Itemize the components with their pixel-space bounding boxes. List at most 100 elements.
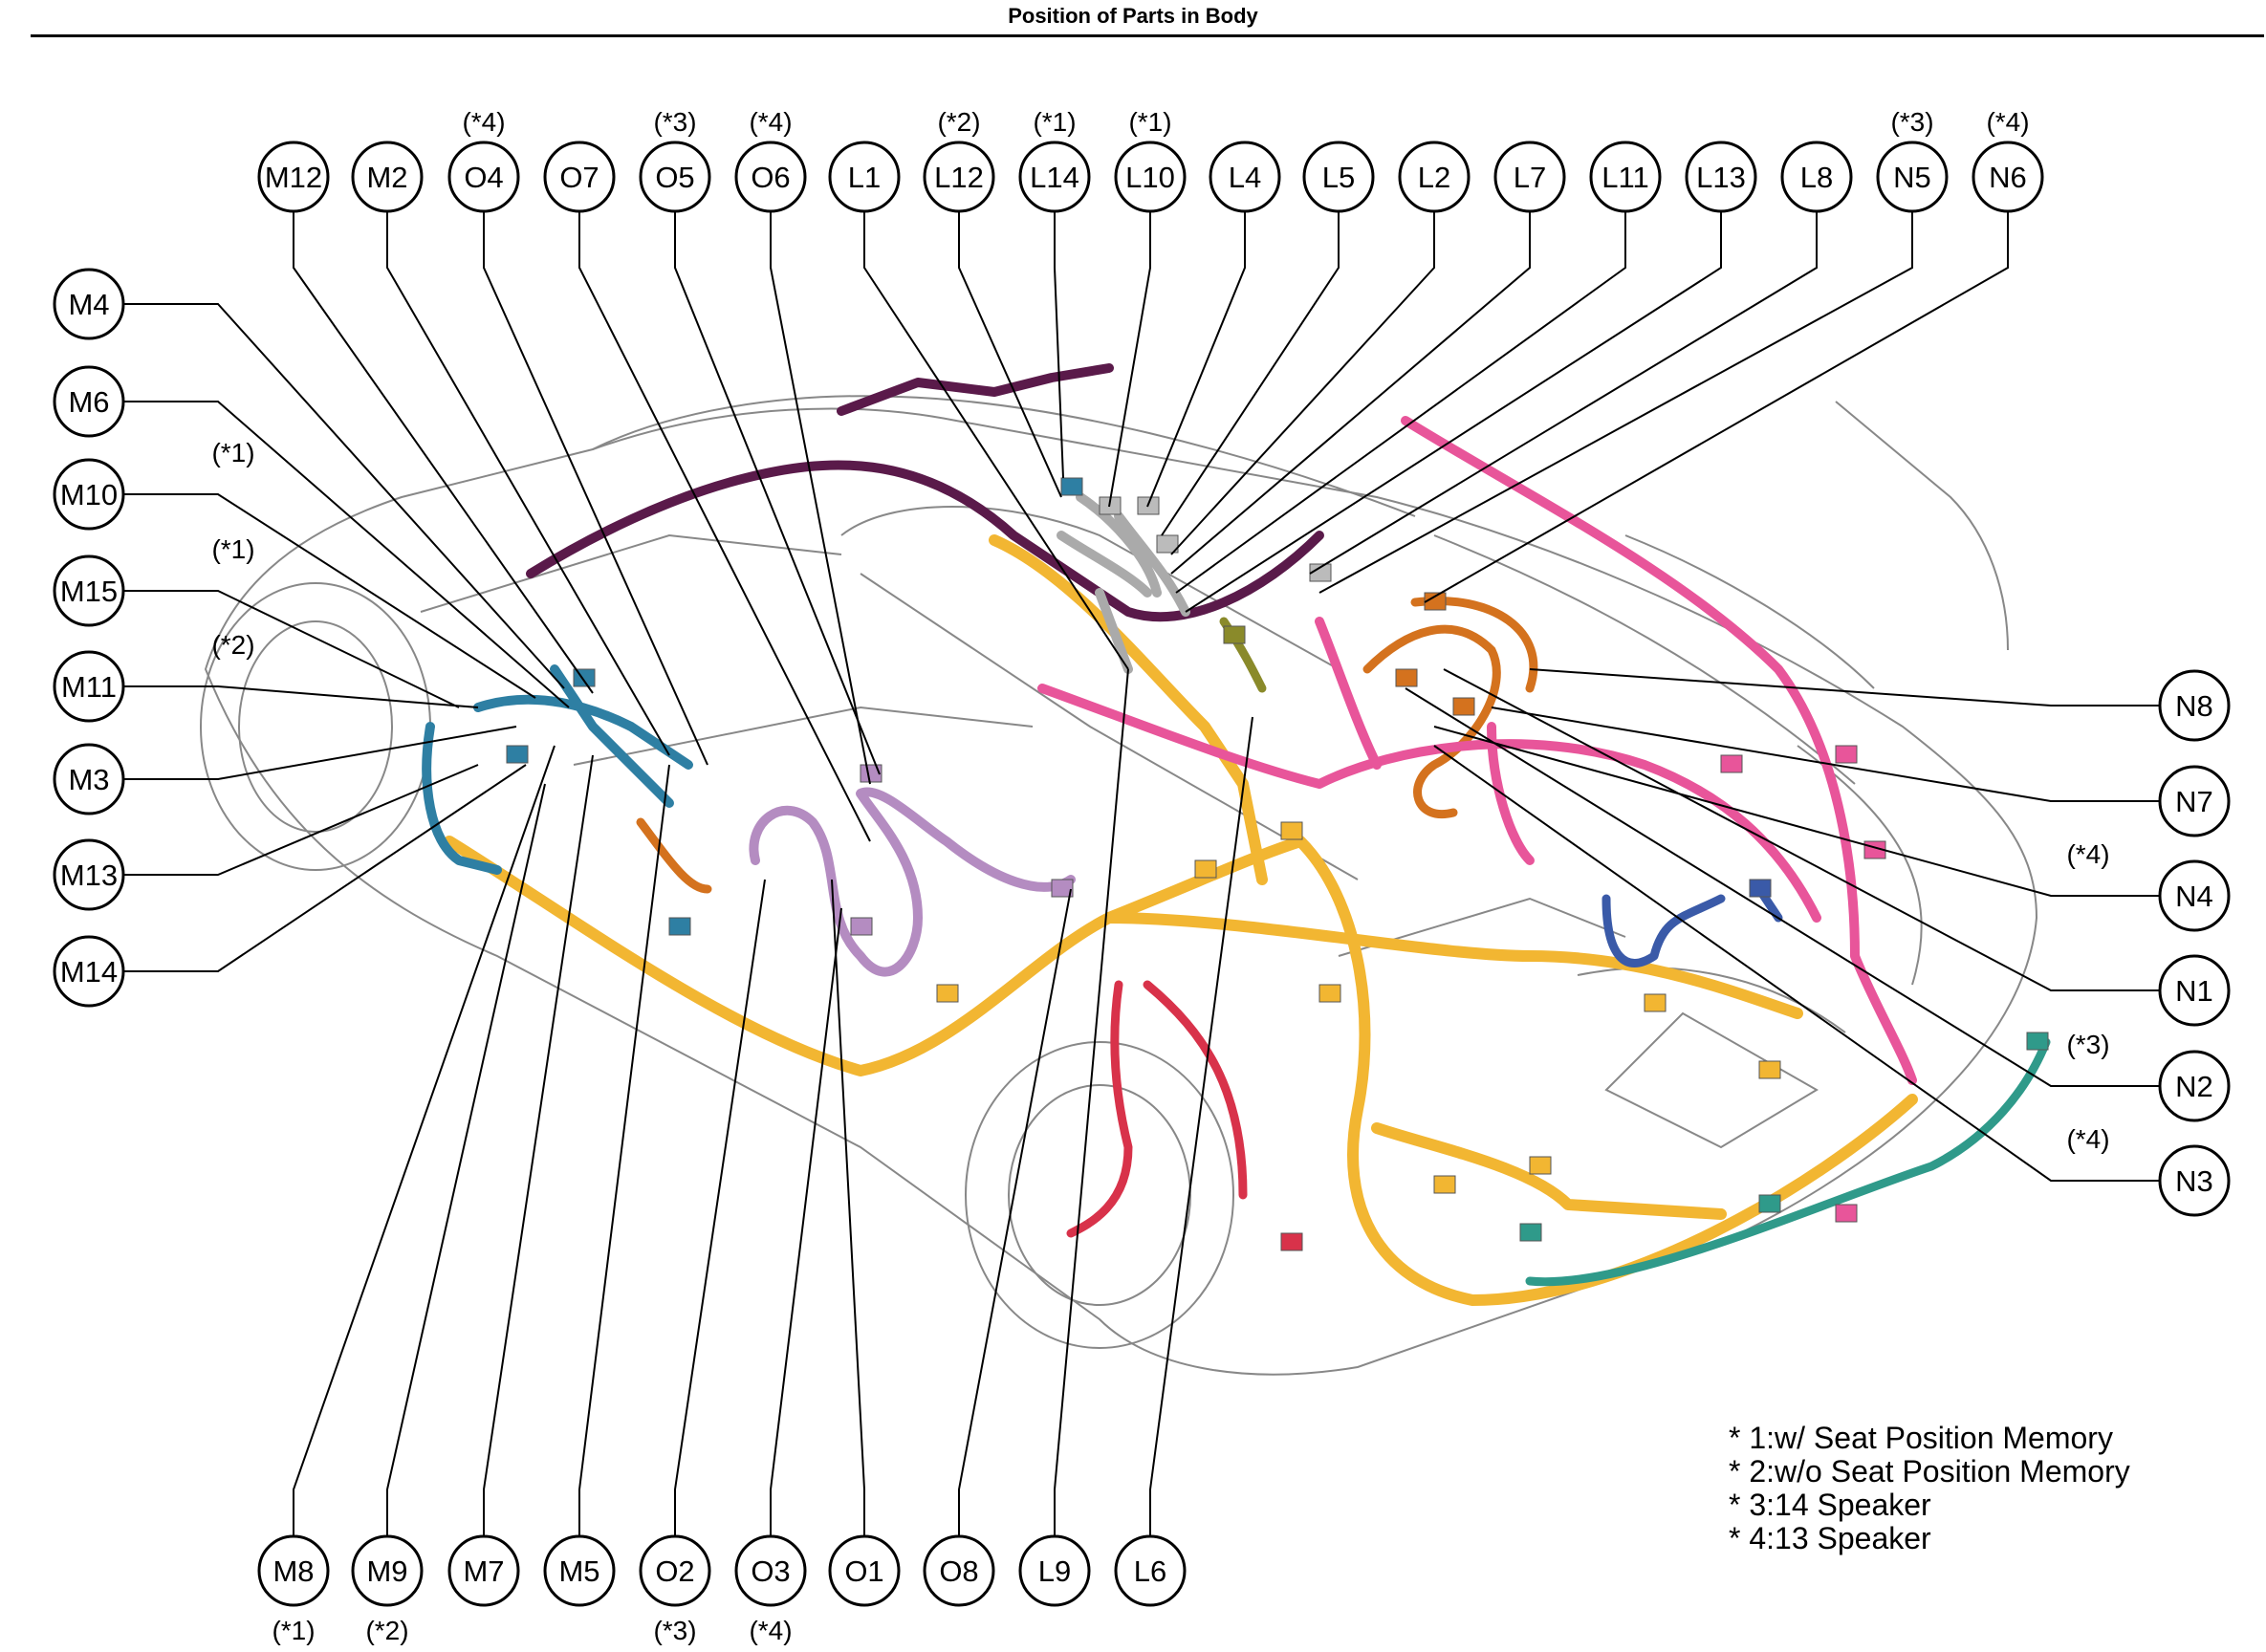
leader-line-l10 (1108, 211, 1151, 508)
connector (1051, 879, 1074, 898)
leader-line-m15 (123, 590, 460, 708)
callout-note: (*1) (1033, 107, 1076, 137)
callout-n7: N7 (2158, 765, 2231, 837)
callout-m12: M12 (257, 141, 330, 213)
callout-l13: L13 (1685, 141, 1757, 213)
callout-label: O3 (751, 1554, 790, 1588)
leader-line-m14 (123, 764, 527, 972)
callout-label: L13 (1696, 161, 1746, 194)
callout-m4: M4 (53, 268, 125, 340)
callout-circle (639, 1534, 711, 1607)
leader-line-m4 (123, 303, 565, 689)
callout-label: M9 (366, 1554, 407, 1588)
callout-label: M4 (68, 288, 109, 321)
callout-note: (*1) (211, 438, 254, 467)
callout-label: M10 (60, 478, 118, 511)
callout-circle (2158, 954, 2231, 1027)
leader-line-m7 (483, 754, 594, 1536)
callout-l9: L9 (1018, 1534, 1091, 1607)
callout-circle (53, 365, 125, 438)
callout-note: (*4) (749, 107, 792, 137)
leader-line-o6 (770, 211, 871, 785)
callout-label: M6 (68, 385, 109, 419)
callout-label: L2 (1418, 161, 1450, 194)
floor-harness-cross (1103, 912, 1803, 1019)
leader-line-o5 (674, 211, 881, 775)
callout-circle (734, 1534, 807, 1607)
callout-circle (1209, 141, 1281, 213)
callout-circle (257, 1534, 330, 1607)
callout-label: M11 (61, 670, 117, 704)
callout-circle (543, 141, 616, 213)
connector (1644, 993, 1667, 1012)
leader-line-n5 (1318, 211, 1913, 594)
callout-note: (*3) (2066, 1030, 2109, 1059)
wire-harness-group (422, 363, 2051, 1306)
callout-label: O6 (751, 161, 790, 194)
callout-circle (923, 141, 995, 213)
leader-line-m13 (123, 764, 479, 876)
footnote: * 2:w/o Seat Position Memory (1729, 1454, 2130, 1489)
callout-m14: M14 (53, 935, 125, 1008)
callout-label: O7 (559, 161, 599, 194)
callout-l1: L1 (828, 141, 901, 213)
callout-o2: O2(*3) (639, 1534, 711, 1645)
callout-circle (1114, 141, 1187, 213)
connector (1749, 879, 1772, 898)
connector (850, 917, 873, 936)
callout-m3: M3 (53, 743, 125, 815)
callout-o6: O6 (*4) (734, 107, 807, 213)
callout-label: O2 (655, 1554, 694, 1588)
callout-n3: N3(*4) (2066, 1124, 2231, 1217)
callout-circle (53, 458, 125, 531)
leader-line-o4 (483, 211, 708, 766)
leader-line-l5 (1161, 211, 1340, 536)
callout-l12: L12(*2) (923, 107, 995, 213)
callout-note: (*2) (937, 107, 980, 137)
footnote-legend: * 1:w/ Seat Position Memory * 2:w/o Seat… (1729, 1422, 2130, 1555)
connector (1519, 1223, 1542, 1242)
callout-o1: O1 (828, 1534, 901, 1607)
callout-circle (447, 1534, 520, 1607)
callout-label: L7 (1514, 161, 1546, 194)
callout-note: (*1) (211, 534, 254, 564)
callout-label: L4 (1229, 161, 1261, 194)
callout-m11: M11(*2) (53, 630, 255, 723)
callout-circle (734, 141, 807, 213)
callout-m7: M7 (447, 1534, 520, 1607)
callout-label: L1 (848, 161, 881, 194)
floor-harness (444, 836, 1918, 1306)
floor-harness-branch (989, 534, 1268, 885)
connector (1060, 477, 1083, 496)
callout-l8: L8 (1780, 141, 1853, 213)
callout-note: (*3) (653, 107, 696, 137)
rear-harness-pink-2 (1315, 617, 1535, 865)
callout-label: L14 (1030, 161, 1079, 194)
callout-label: L6 (1134, 1554, 1166, 1588)
leader-lines (123, 211, 2160, 1536)
leader-line-m11 (123, 685, 479, 708)
callout-label: L11 (1601, 161, 1648, 194)
callout-label: L5 (1322, 161, 1355, 194)
callout-note: (*4) (749, 1616, 792, 1645)
callout-circle (828, 141, 901, 213)
callout-circle (923, 1534, 995, 1607)
callout-note: (*4) (2066, 1124, 2109, 1154)
connector (1156, 534, 1179, 554)
leader-line-n4 (1433, 726, 2160, 897)
connector (1720, 754, 1743, 773)
callout-circle (53, 935, 125, 1008)
callout-circle (1018, 1534, 1091, 1607)
footnote: * 1:w/ Seat Position Memory (1729, 1421, 2113, 1455)
callout-n2: N2(*3) (2066, 1030, 2231, 1122)
callout-label: O4 (464, 161, 503, 194)
leader-line-n2 (1405, 687, 2160, 1087)
leader-line-l6 (1149, 716, 1253, 1536)
callout-circle (1114, 1534, 1187, 1607)
callout-label: L10 (1125, 161, 1175, 194)
callout-label: O8 (939, 1554, 978, 1588)
leader-line-l4 (1146, 211, 1246, 508)
callout-circle (53, 554, 125, 627)
